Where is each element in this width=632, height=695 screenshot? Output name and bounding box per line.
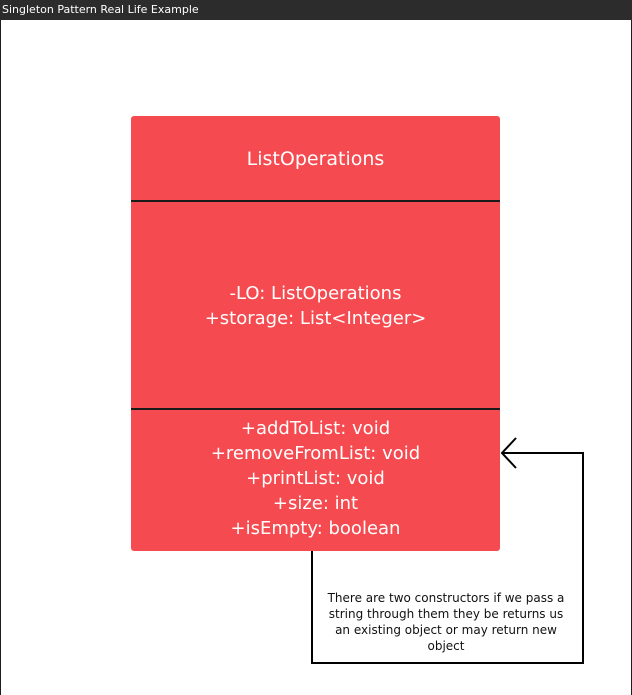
methods-compartment: +addToList: void +removeFromList: void +…	[131, 416, 500, 541]
attributes-compartment: -LO: ListOperations +storage: List<Integ…	[131, 202, 500, 409]
method-item: +size: int	[272, 493, 359, 514]
method-item: +removeFromList: void	[210, 443, 421, 464]
window-title: Singleton Pattern Real Life Example	[0, 0, 632, 20]
attribute-item: +storage: List<Integer>	[204, 307, 427, 329]
method-item: +isEmpty: boolean	[230, 518, 401, 539]
name-divider	[131, 200, 500, 202]
class-name: ListOperations	[246, 147, 385, 170]
method-item: +addToList: void	[240, 418, 391, 439]
uml-class-box[interactable]: ListOperations -LO: ListOperations +stor…	[131, 116, 500, 551]
attribute-item: -LO: ListOperations	[229, 282, 402, 304]
method-item: +printList: void	[246, 468, 385, 489]
attributes-divider	[131, 408, 500, 410]
note-text: There are two constructors if we pass a …	[327, 591, 565, 653]
